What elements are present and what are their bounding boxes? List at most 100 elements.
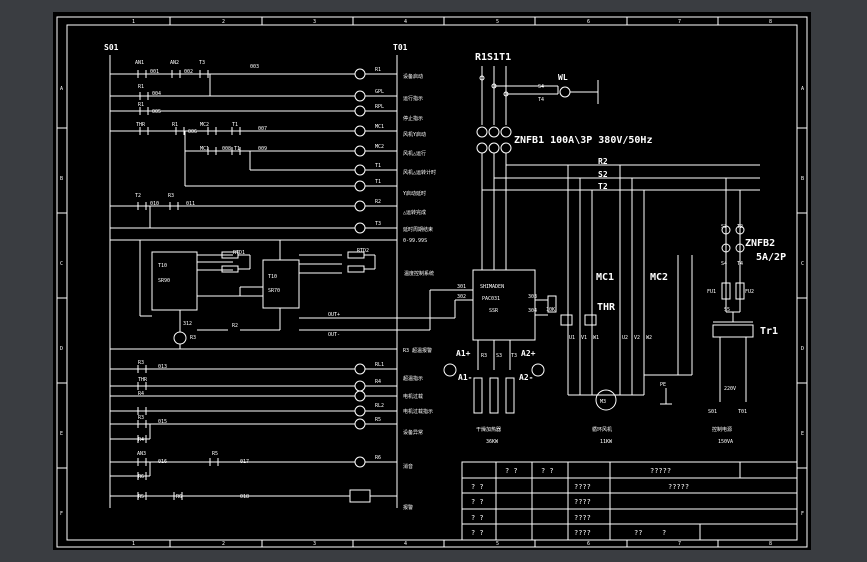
terminal-number: 302 xyxy=(457,294,466,300)
wire-number: 008 xyxy=(222,146,231,152)
wire-number: S4 xyxy=(721,261,727,267)
col-number: 8 xyxy=(769,541,772,547)
wire-number: 003 xyxy=(250,64,259,70)
col-number: 3 xyxy=(313,19,316,25)
coil-desc: △运转完成 xyxy=(403,209,426,216)
row-letter: E xyxy=(60,431,63,437)
wire-number: 001 xyxy=(150,69,159,75)
coil-name: R1 xyxy=(375,67,381,73)
bus-label-r: R2 xyxy=(598,157,608,166)
wire-number: 015 xyxy=(158,419,167,425)
fuse-label: FU1 xyxy=(707,289,716,295)
ssr-model: PAC031 xyxy=(482,296,500,302)
col-number: 2 xyxy=(222,541,225,547)
contactor-mc2: MC2 xyxy=(650,272,668,283)
row-letter: D xyxy=(60,346,63,352)
terminal-number: 303 xyxy=(528,294,537,300)
row-letter: D xyxy=(801,346,804,352)
coil-name: R4 xyxy=(375,379,381,385)
rung-wires xyxy=(110,73,397,229)
contact-label: THR xyxy=(136,122,146,128)
bus-label-t: T2 xyxy=(598,182,608,191)
bus-label-s: S2 xyxy=(598,170,608,179)
grid-ticks xyxy=(57,17,807,547)
row-letter: E xyxy=(801,431,804,437)
coil-desc: 设备启动 xyxy=(403,73,423,80)
col-number: 5 xyxy=(496,541,499,547)
contact-label: THR xyxy=(138,377,148,383)
contact-label: R5 xyxy=(138,494,144,500)
motor-symbol: M3 xyxy=(600,399,606,405)
coil-name: RL2 xyxy=(375,403,384,409)
col-number: 3 xyxy=(313,541,316,547)
meter-label: A2- xyxy=(519,373,533,382)
title-cell: ? ? xyxy=(471,498,484,506)
coil-desc: 风机△运转计时 xyxy=(403,169,436,176)
coil-name: T3 xyxy=(375,221,381,227)
control-breaker-rating: 5A/2P xyxy=(756,252,786,263)
coil-symbols xyxy=(354,68,366,234)
motor-terminal: V2 xyxy=(634,335,640,341)
coil-name: R2 xyxy=(375,199,381,205)
transformer-voltage: 220V xyxy=(724,386,736,392)
coil-name: R6 xyxy=(375,455,381,461)
contact-label: AN3 xyxy=(137,451,146,457)
control-breaker: ZNFB2 xyxy=(745,238,775,249)
contact-marks xyxy=(137,70,241,210)
rtd-label: RTD1 xyxy=(233,250,245,256)
wire-number: 009 xyxy=(258,146,267,152)
wire-number: 005 xyxy=(152,109,161,115)
wire-number: 018 xyxy=(240,494,249,500)
heater-label: 干燥加热器 xyxy=(476,426,501,433)
row-letter: C xyxy=(60,261,63,267)
rtd-label: RTD2 xyxy=(357,248,369,254)
contactor-mc1: MC1 xyxy=(596,272,614,283)
title-cell: ????? xyxy=(668,483,689,491)
alarm-label: R3 超温报警 xyxy=(403,347,432,354)
coil-desc: 消音 xyxy=(403,463,413,470)
phase-in: S3 xyxy=(496,353,502,359)
contact-label: T2 xyxy=(135,193,141,199)
title-cell: ????? xyxy=(650,467,671,475)
coil-desc: Y启动延时 xyxy=(403,190,426,197)
coil-name: R5 xyxy=(375,417,381,423)
title-cell: ? ? xyxy=(471,483,484,491)
pe-label: PE xyxy=(660,382,666,388)
wire-number: S5 xyxy=(724,307,730,313)
row-letter: F xyxy=(60,511,63,517)
coil-name: T1 xyxy=(375,163,381,169)
alarm-ladder: R3 013 RL1 超温指示 THR R4 电机过载 R4 RL2 电机过载指… xyxy=(110,360,433,511)
col-number: 6 xyxy=(587,19,590,25)
fuse-label: FU2 xyxy=(745,289,754,295)
coil-name: GPL xyxy=(375,89,384,95)
row-letter: C xyxy=(801,261,804,267)
contact-label: R6 xyxy=(138,474,144,480)
heater-power: 36KW xyxy=(486,439,499,445)
wire-number: 013 xyxy=(158,364,167,370)
contact-label: R6 xyxy=(176,494,182,500)
wire-number: T4 xyxy=(538,97,544,103)
col-number: 8 xyxy=(769,19,772,25)
coil-desc: 电机过载指示 xyxy=(403,408,433,415)
contact-label: MC2 xyxy=(200,122,209,128)
wire-number: 017 xyxy=(240,459,249,465)
temp-controller-label: T10 xyxy=(268,274,277,280)
wire-number: 006 xyxy=(188,129,197,135)
wire-number: 007 xyxy=(258,126,267,132)
wire-number: 312 xyxy=(183,321,192,327)
col-number: 7 xyxy=(678,541,681,547)
wire-number: T4 xyxy=(737,261,743,267)
title-cell: ? ? xyxy=(505,467,518,475)
coil-desc: 电机过载 xyxy=(403,393,423,400)
contact-label: R5 xyxy=(212,451,218,457)
motor-terminal: U1 xyxy=(569,335,575,341)
meter-label: A2+ xyxy=(521,349,536,358)
contact-label: AN1 xyxy=(135,60,144,66)
main-breaker-label: ZNFB1 100A\3P 380V/50Hz xyxy=(514,135,652,146)
wire-number: T2 xyxy=(737,224,743,230)
col-number: 2 xyxy=(222,19,225,25)
coil-desc: 报警 xyxy=(403,504,413,511)
contact-label: R3 xyxy=(138,360,144,366)
title-cell: ?? xyxy=(634,529,642,537)
